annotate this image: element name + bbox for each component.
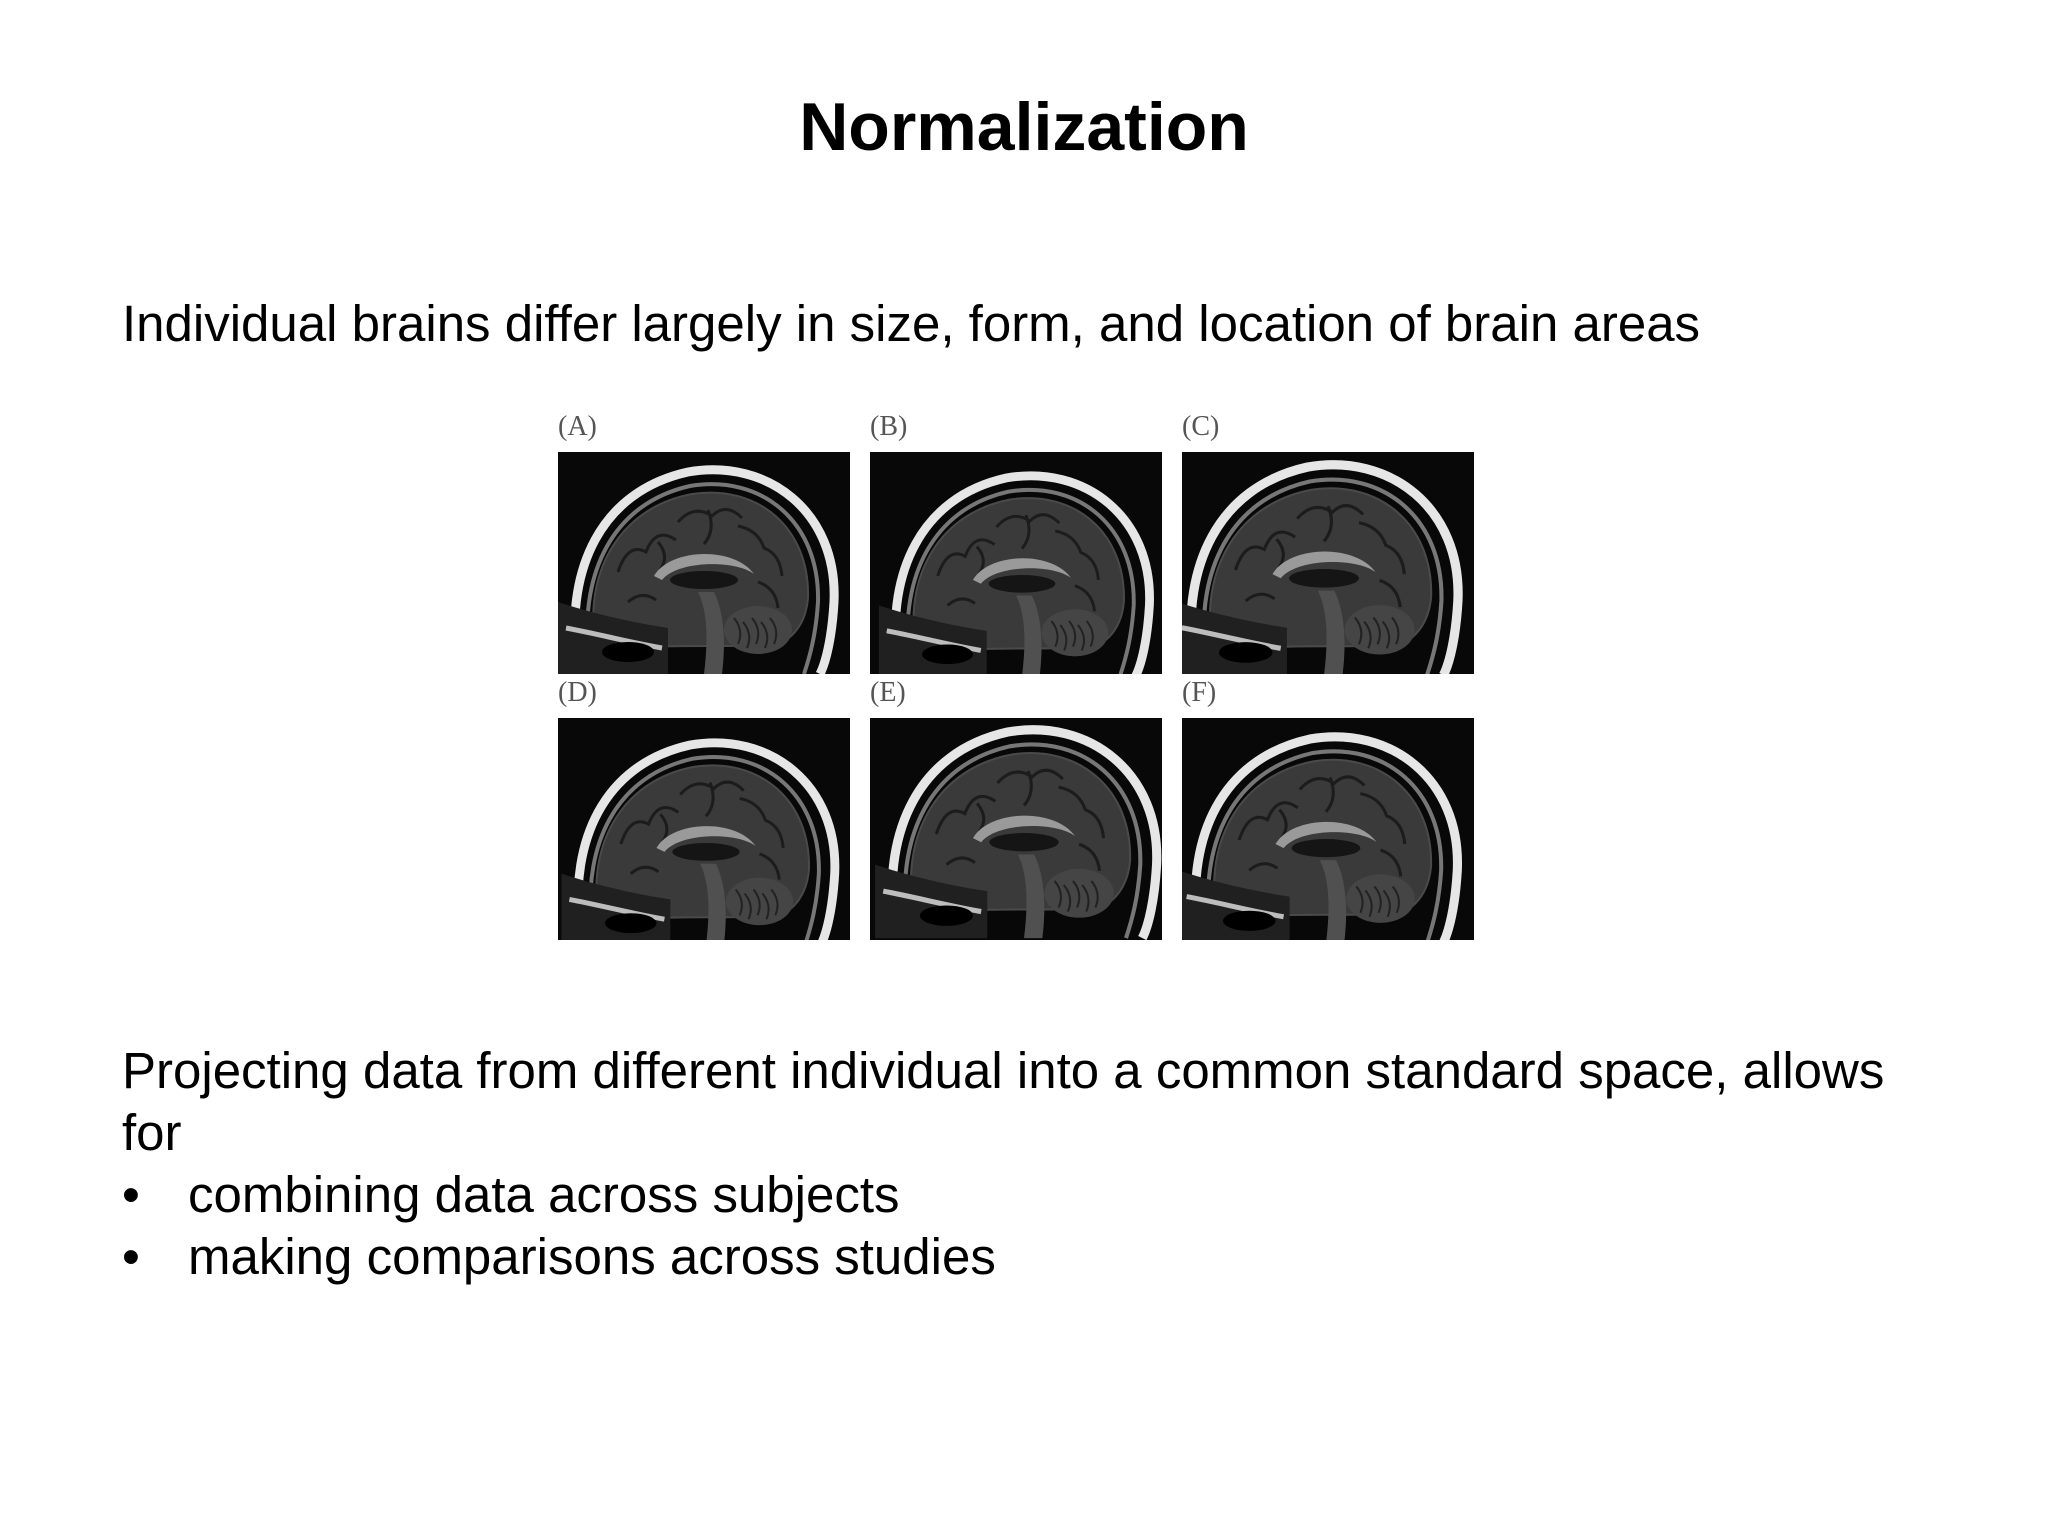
slide-title: Normalization (799, 89, 1249, 165)
bullet-item: • combining data across subjects (122, 1164, 996, 1226)
intro-text: Individual brains differ largely in size… (122, 295, 1701, 352)
bullet-icon: • (122, 1228, 140, 1285)
mri-panel-f: (F) (1176, 676, 1474, 942)
bullet-text: making comparisons across studies (188, 1228, 996, 1285)
mri-panel-c: (C) (1176, 410, 1474, 676)
bullet-icon: • (122, 1166, 140, 1223)
mri-panel-a: (A) (552, 410, 850, 676)
panel-label: (B) (870, 411, 908, 442)
mri-image (870, 452, 1162, 674)
bullet-list: • combining data across subjects • makin… (122, 1164, 996, 1288)
mri-image (558, 718, 850, 940)
panel-label: (F) (1182, 677, 1217, 708)
mri-panel-b: (B) (864, 410, 1162, 676)
mri-panel-e: (E) (864, 676, 1162, 942)
mri-image (558, 452, 850, 674)
panel-label: (A) (558, 411, 597, 442)
panel-label: (E) (870, 677, 906, 708)
mri-image (1182, 452, 1474, 674)
body-text: Projecting data from different individua… (122, 1042, 1885, 1161)
bullet-text: combining data across subjects (188, 1166, 900, 1223)
bullet-item: • making comparisons across studies (122, 1226, 996, 1288)
mri-panel-d: (D) (552, 676, 850, 942)
panel-label: (D) (558, 677, 597, 708)
mri-image (870, 718, 1162, 940)
mri-figure-grid: (A) (B) (C) (D) (E) (F) (552, 410, 1492, 942)
mri-image (1182, 718, 1474, 940)
panel-label: (C) (1182, 411, 1220, 442)
